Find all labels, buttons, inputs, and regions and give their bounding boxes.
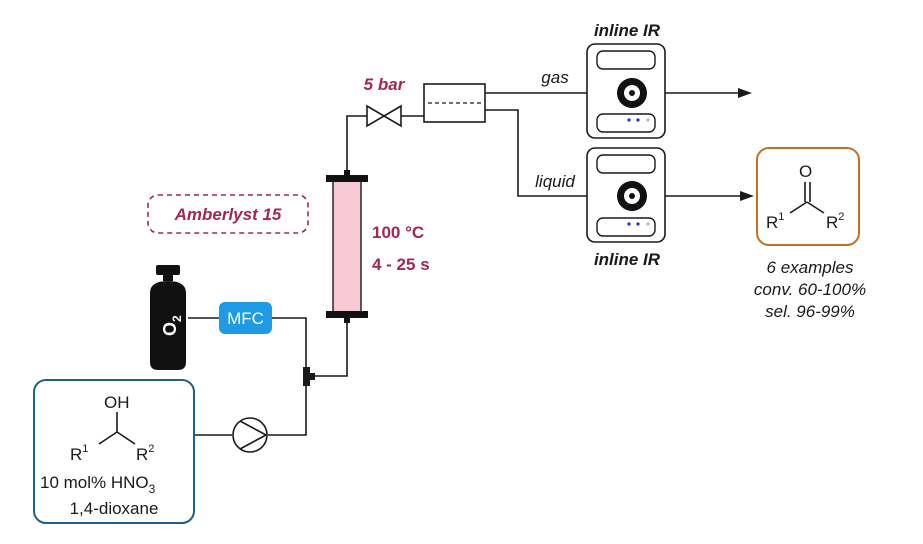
catalyst-label-box: Amberlyst 15: [147, 194, 309, 234]
oxygen-cylinder-icon: O2: [150, 265, 186, 370]
arrow-gas: [738, 88, 752, 98]
pump-icon: [232, 417, 268, 453]
product-r2: R2: [826, 211, 844, 232]
reagent-hno3: 10 mol% HNO3: [40, 473, 156, 496]
reagent-r2: R2: [136, 443, 154, 464]
separator-icon: [423, 83, 486, 123]
reagent-box: OH R1 R2 10 mol% HNO3 1,4-dioxane: [33, 379, 195, 524]
product-r1: R1: [766, 211, 784, 232]
catalyst-label: Amberlyst 15: [174, 205, 282, 224]
product-o: O: [799, 162, 812, 181]
tube-pump-mixer: [268, 376, 307, 436]
tube-mfc-mixer: [272, 317, 307, 376]
tube-mixer-reactor: [312, 322, 348, 377]
inline-ir-bottom-label: inline IR: [594, 250, 661, 269]
reactor-column: [326, 170, 368, 323]
product-box: O R1 R2: [756, 147, 860, 246]
results-selectivity: sel. 96-99%: [765, 302, 855, 321]
liquid-label: liquid: [535, 172, 575, 191]
arrow-liquid: [740, 191, 754, 201]
results-conversion: conv. 60-100%: [754, 280, 866, 299]
results-examples: 6 examples: [767, 258, 854, 277]
temperature-label: 100 °C: [372, 223, 424, 242]
oxygen-label: O2: [160, 315, 184, 336]
mfc-label: MFC: [227, 309, 264, 328]
back-pressure-valve-icon: [366, 104, 402, 128]
gas-label: gas: [541, 68, 569, 87]
pressure-label: 5 bar: [364, 75, 406, 94]
reagent-solvent: 1,4-dioxane: [70, 499, 159, 518]
inline-ir-top-device: [586, 43, 666, 139]
inline-ir-top-label: inline IR: [594, 21, 661, 40]
reagent-oh: OH: [104, 393, 130, 412]
inline-ir-bottom-device: [586, 147, 666, 243]
residence-time-label: 4 - 25 s: [372, 255, 430, 274]
mfc-box: MFC: [219, 302, 272, 334]
reagent-r1: R1: [70, 443, 88, 464]
tube-reactor-valve: [346, 115, 367, 175]
t-mixer-icon: [303, 367, 315, 386]
tubing: [188, 88, 754, 436]
